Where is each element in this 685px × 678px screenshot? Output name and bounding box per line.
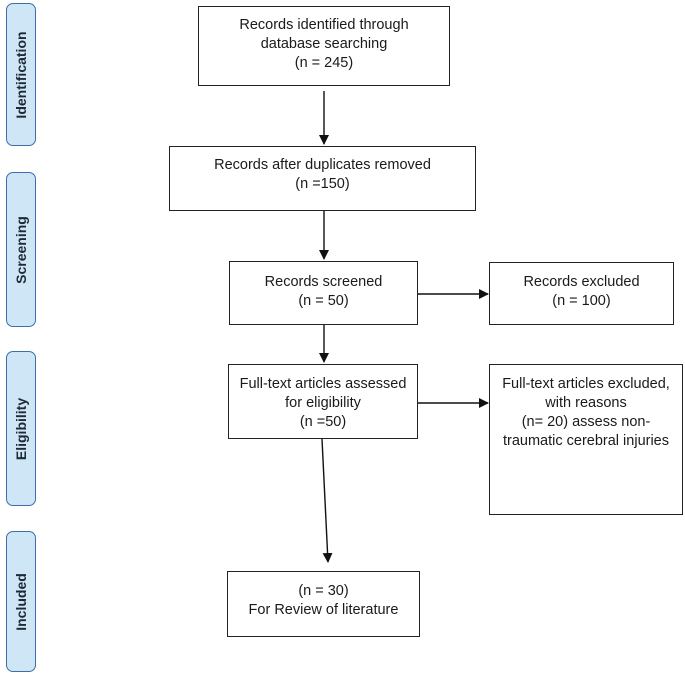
phase-included: Included [6, 531, 36, 672]
box-line: database searching [260, 36, 388, 52]
box-line: Full-text articles assessed [239, 376, 407, 392]
records-screened-box: Records screened (n = 50) [229, 261, 418, 325]
arrow-fulltext-to-included [321, 438, 333, 563]
box-line: (n = 30) [298, 583, 349, 599]
phase-eligibility: Eligibility [6, 351, 36, 506]
box-line: For Review of literature [248, 602, 399, 618]
box-line: (n= 20) assess non- [521, 414, 651, 430]
box-line: (n =150) [295, 176, 350, 192]
box-line: Full-text articles excluded, [502, 376, 670, 392]
records-identified-box: Records identified through database sear… [198, 6, 450, 86]
box-line: (n = 50) [298, 293, 349, 309]
box-line: Records identified through [239, 17, 409, 33]
box-line: for eligibility [285, 395, 361, 411]
box-line: Records excluded [523, 274, 640, 290]
box-line: traumatic cerebral injuries [502, 433, 669, 449]
box-line: Records after duplicates removed [214, 157, 431, 173]
phase-identification: Identification [6, 3, 36, 146]
phase-screening: Screening [6, 172, 36, 327]
box-line: with reasons [545, 395, 627, 411]
fulltext-excluded-box: Full-text articles excluded, with reason… [489, 364, 683, 515]
fulltext-assessed-box: Full-text articles assessed for eligibil… [228, 364, 418, 439]
box-line: (n = 100) [552, 293, 611, 309]
included-box: (n = 30) For Review of literature [227, 571, 420, 637]
box-line: (n = 245) [294, 55, 354, 71]
records-excluded-box: Records excluded (n = 100) [489, 262, 674, 325]
box-line: (n =50) [299, 414, 347, 430]
duplicates-removed-box: Records after duplicates removed (n =150… [169, 146, 476, 211]
box-line: Records screened [264, 274, 383, 290]
